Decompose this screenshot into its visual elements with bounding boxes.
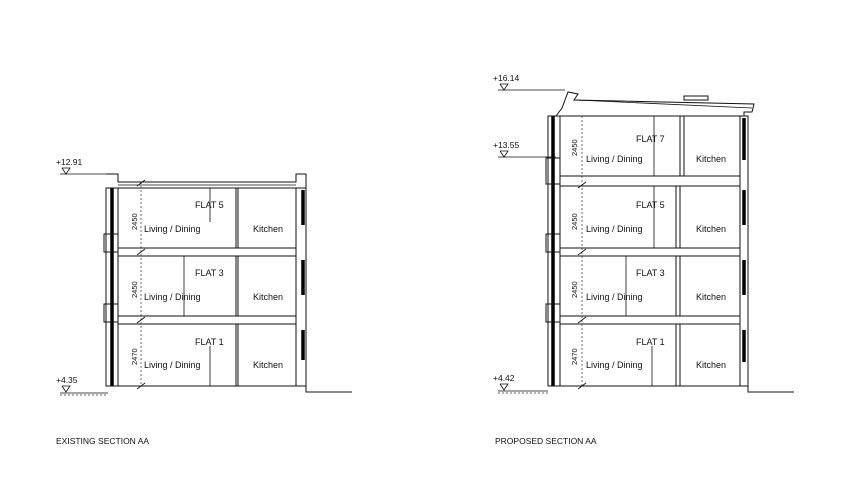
proposed-roof (555, 91, 755, 117)
proposed-living-label-3: Living / Dining (586, 292, 643, 302)
existing-flat-label-2: FLAT 3 (195, 268, 224, 278)
proposed-living-label-1: Living / Dining (586, 154, 643, 164)
existing-floor-flat-5: 2450 FLAT 5 Living / Dining Kitchen (130, 200, 283, 234)
proposed-floor-height-4: 2470 (570, 348, 579, 365)
proposed-living-label-4: Living / Dining (586, 360, 643, 370)
existing-kitchen-label-2: Kitchen (253, 292, 283, 302)
proposed-kitchen-label-4: Kitchen (696, 360, 726, 370)
existing-living-label-1: Living / Dining (144, 224, 201, 234)
proposed-floor-flat-1: 2470 FLAT 1 Living / Dining Kitchen (570, 337, 726, 370)
proposed-bottom-level-marker: +4.42 (493, 373, 548, 394)
proposed-flat-label-2: FLAT 5 (636, 200, 665, 210)
proposed-section: +16.14 +13.55 +4.42 (493, 73, 794, 446)
existing-kitchen-label-3: Kitchen (253, 360, 283, 370)
existing-section: +12.91 +4.35 (56, 157, 352, 446)
existing-floor-height-1: 2450 (130, 213, 139, 230)
proposed-section-title: PROPOSED SECTION AA (495, 436, 597, 446)
proposed-flat-label-4: FLAT 1 (636, 337, 665, 347)
existing-top-level-marker: +12.91 (56, 157, 108, 175)
existing-flat-label-1: FLAT 5 (195, 200, 224, 210)
proposed-floor-height-2: 2450 (570, 213, 579, 230)
proposed-floor-flat-5: 2450 FLAT 5 Living / Dining Kitchen (570, 200, 726, 234)
proposed-top-level-label: +13.55 (493, 140, 520, 150)
proposed-floor-flat-3: 2450 FLAT 3 Living / Dining Kitchen (570, 268, 726, 302)
existing-flat-label-3: FLAT 1 (195, 337, 224, 347)
proposed-roof-level-marker: +16.14 (493, 73, 565, 91)
proposed-roof-level-label: +16.14 (493, 73, 520, 83)
existing-living-label-2: Living / Dining (144, 292, 201, 302)
proposed-flat-label-1: FLAT 7 (636, 134, 665, 144)
existing-floor-height-2: 2450 (130, 281, 139, 298)
proposed-kitchen-label-3: Kitchen (696, 292, 726, 302)
existing-kitchen-label-1: Kitchen (253, 224, 283, 234)
existing-section-title: EXISTING SECTION AA (56, 436, 149, 446)
proposed-top-level-marker: +13.55 (493, 140, 556, 158)
existing-living-label-3: Living / Dining (144, 360, 201, 370)
proposed-living-label-2: Living / Dining (586, 224, 643, 234)
proposed-floor-flat-7: 2450 FLAT 7 Living / Dining Kitchen (570, 134, 726, 164)
proposed-floor-height-3: 2450 (570, 281, 579, 298)
existing-bottom-level-label: +4.35 (56, 375, 78, 385)
existing-floor-height-3: 2470 (130, 348, 139, 365)
proposed-bottom-level-label: +4.42 (493, 373, 515, 383)
proposed-flat-label-3: FLAT 3 (636, 268, 665, 278)
existing-floor-flat-3: 2450 FLAT 3 Living / Dining Kitchen (130, 268, 283, 302)
existing-roof (106, 173, 307, 189)
proposed-floor-height-1: 2450 (570, 139, 579, 156)
proposed-kitchen-label-2: Kitchen (696, 224, 726, 234)
existing-bottom-level-marker: +4.35 (56, 375, 108, 396)
proposed-kitchen-label-1: Kitchen (696, 154, 726, 164)
existing-floor-flat-1: 2470 FLAT 1 Living / Dining Kitchen (130, 337, 283, 370)
existing-top-level-label: +12.91 (56, 157, 83, 167)
